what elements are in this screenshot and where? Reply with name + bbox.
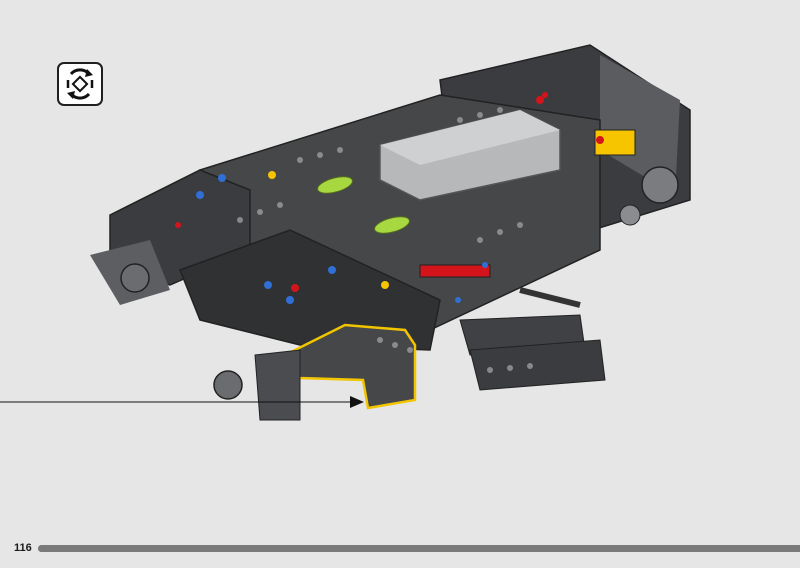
page-number: 116 — [14, 542, 32, 554]
rotate-model-callout — [57, 62, 103, 106]
progress-bar-fill — [38, 545, 800, 552]
rotate-model-icon — [66, 68, 94, 100]
progress-bar — [38, 545, 800, 552]
